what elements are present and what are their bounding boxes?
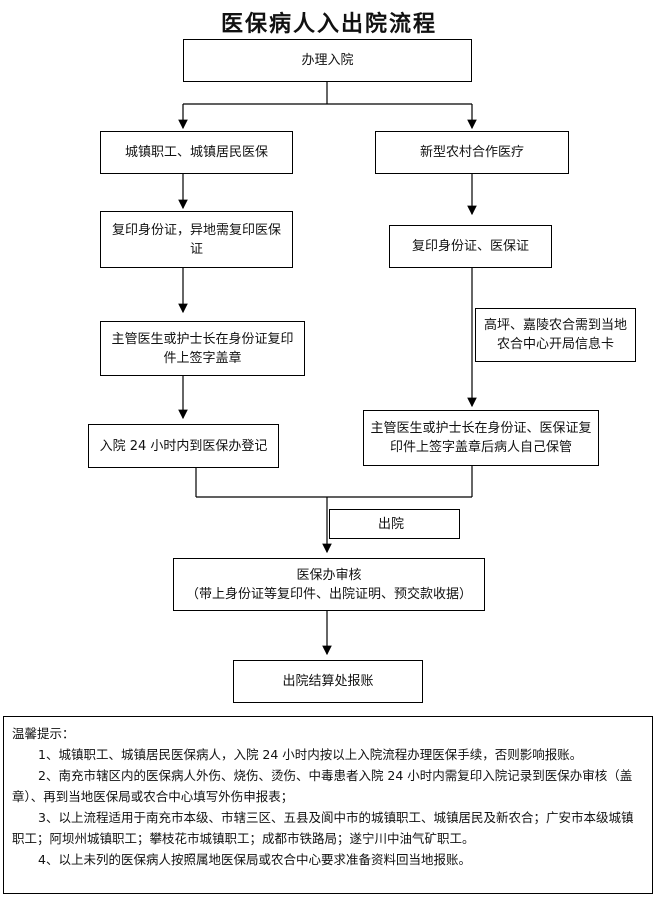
tips-panel: 温馨提示： 1、城镇职工、城镇居民医保病人，入院 24 小时内按以上入院流程办理… [3, 716, 653, 894]
tips-title: 温馨提示： [12, 726, 75, 741]
node-urban-insurance: 城镇职工、城镇居民医保 [100, 131, 293, 174]
node-rural-coop: 新型农村合作医疗 [375, 131, 569, 174]
node-doctor-sign-left: 主管医生或护士长在身份证复印件上签字盖章 [100, 321, 305, 376]
node-gaoping-jialing: 高坪、嘉陵农合需到当地农合中心开局信息卡 [475, 308, 636, 362]
node-insurance-audit: 医保办审核 （带上身份证等复印件、出院证明、预交款收据） [173, 558, 485, 611]
tip-item: 1、城镇职工、城镇居民医保病人，入院 24 小时内按以上入院流程办理医保手续，否… [38, 747, 583, 762]
tip-item: 3、以上流程适用于南充市本级、市辖三区、五县及阆中市的城镇职工、城镇居民及新农合… [12, 810, 634, 846]
node-discharge: 出院 [329, 509, 460, 539]
node-settlement: 出院结算处报账 [233, 660, 423, 703]
node-copy-id-remote: 复印身份证，异地需复印医保证 [100, 211, 293, 268]
tip-item: 2、南充市辖区内的医保病人外伤、烧伤、烫伤、中毒患者入院 24 小时内需复印入院… [12, 768, 633, 804]
node-register-24h: 入院 24 小时内到医保办登记 [88, 424, 279, 468]
node-admission: 办理入院 [183, 39, 472, 82]
page-title: 医保病人入出院流程 [220, 12, 437, 37]
tip-item: 4、以上未列的医保病人按照属地医保局或农合中心要求准备资料回当地报账。 [38, 852, 471, 867]
node-copy-id-insurance: 复印身份证、医保证 [389, 225, 552, 268]
node-doctor-sign-right: 主管医生或护士长在身份证、医保证复印件上签字盖章后病人自己保管 [363, 410, 599, 466]
